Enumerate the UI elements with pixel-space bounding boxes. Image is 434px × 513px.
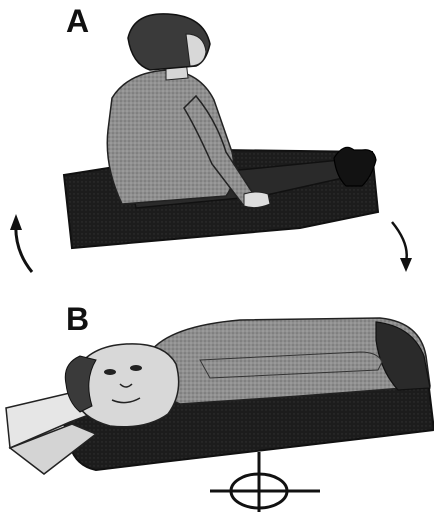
arrowhead-right-icon: [400, 258, 412, 272]
panel-a-label: A: [66, 3, 89, 39]
reference-crosshair-icon: [210, 452, 320, 512]
panel-b-label: B: [66, 301, 89, 337]
patient-hand-a: [244, 192, 270, 208]
patient-head-b: [74, 344, 179, 427]
rotation-arrow-right: [392, 222, 407, 262]
arrowhead-left-icon: [10, 214, 22, 230]
panel-a: A: [10, 3, 412, 272]
panel-b: B: [6, 301, 434, 512]
